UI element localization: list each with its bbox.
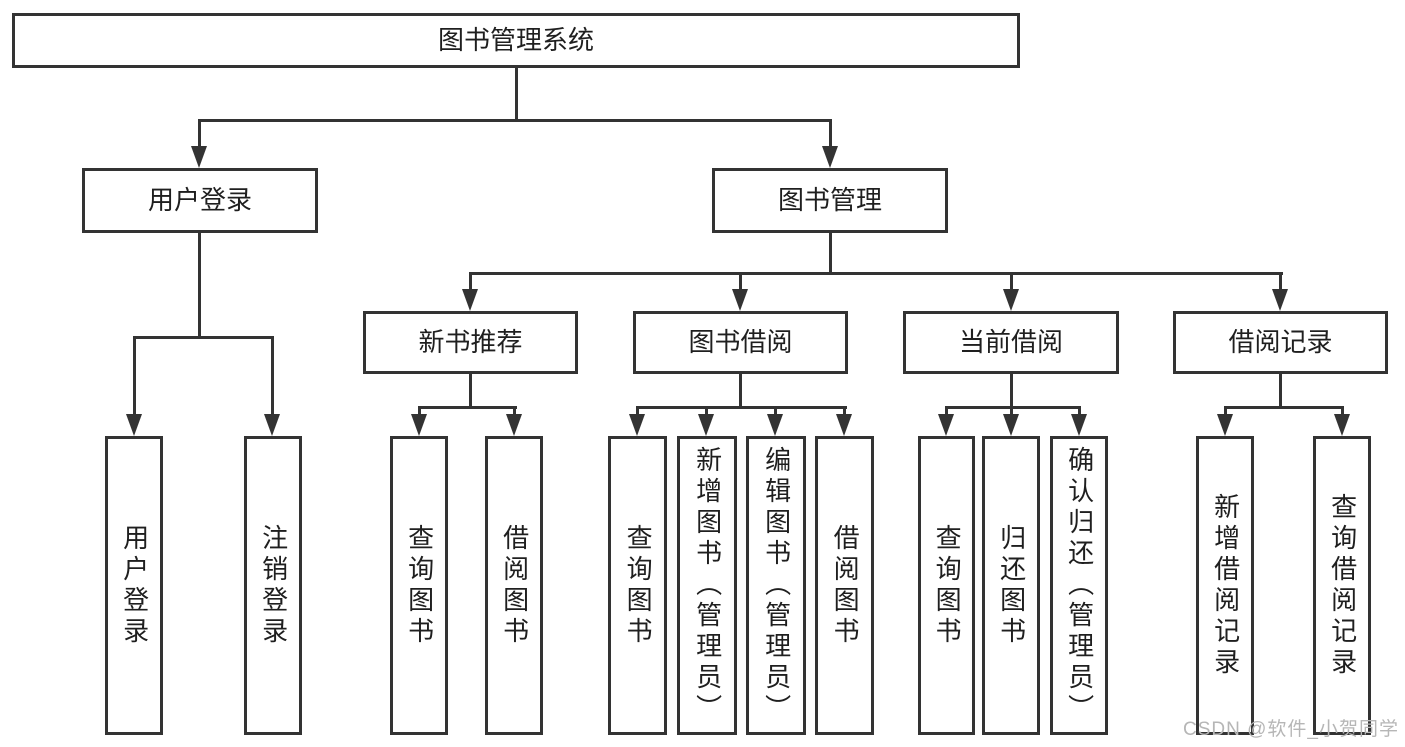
- leaf-query-borrow-record: 查询借阅记录: [1313, 436, 1371, 735]
- connector-drop: [418, 406, 421, 416]
- connector-drop: [1010, 406, 1013, 416]
- connector-group5-bar: [1224, 406, 1344, 409]
- connector-drop: [705, 406, 708, 416]
- connector-root-stub: [515, 68, 518, 121]
- node-book-borrow: 图书借阅: [633, 311, 848, 374]
- connector-drop: [469, 272, 472, 294]
- leaf-return-book: 归还图书: [982, 436, 1040, 735]
- arrow-down-icon: [1071, 414, 1087, 436]
- arrow-down-icon: [506, 414, 522, 436]
- connector-group2-bar: [418, 406, 517, 409]
- node-user-login: 用户登录: [82, 168, 318, 233]
- node-new-book-recommend: 新书推荐: [363, 311, 578, 374]
- connector-drop: [1010, 272, 1013, 294]
- connector-group1-bar: [133, 336, 274, 339]
- leaf-borrow-books: 借阅图书: [815, 436, 874, 735]
- leaf-confirm-return-admin: 确认归还（管理员）: [1050, 436, 1108, 735]
- connector-drop: [829, 119, 832, 149]
- connector-drop: [1341, 406, 1344, 416]
- connector-group3-bar: [636, 406, 847, 409]
- arrow-down-icon: [191, 146, 207, 168]
- leaf-add-borrow-record: 新增借阅记录: [1196, 436, 1254, 735]
- connector-stub: [1010, 374, 1013, 409]
- connector-drop: [1279, 272, 1282, 294]
- arrow-down-icon: [767, 414, 783, 436]
- connector-drop: [945, 406, 948, 416]
- arrow-down-icon: [264, 414, 280, 436]
- leaf-add-book-admin: 新增图书（管理员）: [677, 436, 737, 735]
- node-book-management: 图书管理: [712, 168, 948, 233]
- arrow-down-icon: [411, 414, 427, 436]
- connector-stub: [739, 374, 742, 409]
- arrow-down-icon: [732, 289, 748, 311]
- arrow-down-icon: [1334, 414, 1350, 436]
- arrow-down-icon: [126, 414, 142, 436]
- leaf-logout: 注销登录: [244, 436, 302, 735]
- arrow-down-icon: [1272, 289, 1288, 311]
- arrow-down-icon: [938, 414, 954, 436]
- leaf-query-books-current: 查询图书: [918, 436, 975, 735]
- connector-drop: [739, 272, 742, 294]
- connector-level2-bar: [198, 119, 832, 122]
- leaf-edit-book-admin: 编辑图书（管理员）: [746, 436, 806, 735]
- arrow-down-icon: [1217, 414, 1233, 436]
- watermark: CSDN @软件_小贺同学: [1183, 719, 1399, 740]
- connector-drop: [1224, 406, 1227, 416]
- leaf-user-login: 用户登录: [105, 436, 163, 735]
- connector-stub: [469, 374, 472, 409]
- arrow-down-icon: [836, 414, 852, 436]
- node-current-borrow: 当前借阅: [903, 311, 1119, 374]
- arrow-down-icon: [1003, 414, 1019, 436]
- connector-drop: [198, 119, 201, 149]
- connector-drop: [843, 406, 846, 416]
- connector-stub: [829, 233, 832, 275]
- arrow-down-icon: [698, 414, 714, 436]
- connector-stub: [198, 233, 201, 339]
- connector-drop: [513, 406, 516, 416]
- connector-drop: [271, 336, 274, 416]
- node-borrow-records: 借阅记录: [1173, 311, 1388, 374]
- arrow-down-icon: [822, 146, 838, 168]
- node-root: 图书管理系统: [12, 13, 1020, 68]
- leaf-query-books-recommend: 查询图书: [390, 436, 448, 735]
- connector-level3-bar: [469, 272, 1283, 275]
- arrow-down-icon: [1003, 289, 1019, 311]
- leaf-query-books-borrow: 查询图书: [608, 436, 667, 735]
- leaf-borrow-books-recommend: 借阅图书: [485, 436, 543, 735]
- connector-drop: [133, 336, 136, 416]
- connector-stub: [1279, 374, 1282, 409]
- connector-drop: [1078, 406, 1081, 416]
- connector-drop: [636, 406, 639, 416]
- arrow-down-icon: [629, 414, 645, 436]
- arrow-down-icon: [462, 289, 478, 311]
- connector-drop: [774, 406, 777, 416]
